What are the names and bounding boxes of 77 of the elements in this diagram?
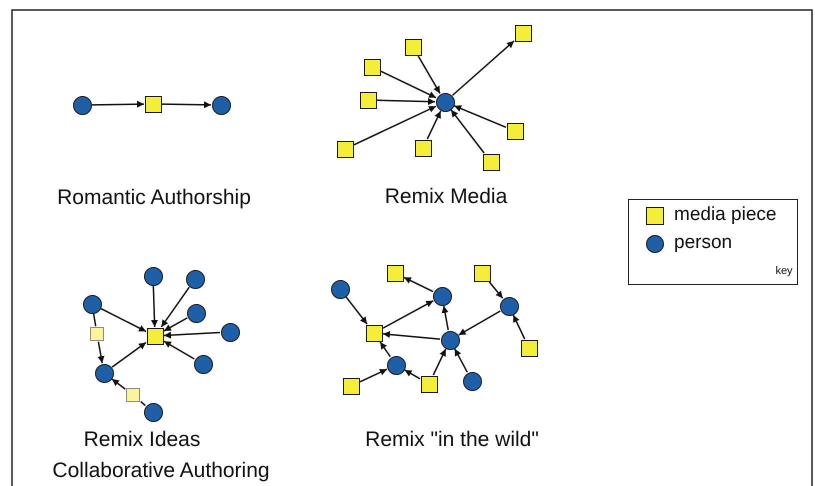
person-circle — [212, 96, 230, 114]
media-square — [342, 378, 360, 394]
arrow — [162, 101, 212, 108]
arrow — [418, 56, 441, 94]
person-circle — [186, 270, 204, 288]
panel-caption: Romantic Authorship — [57, 186, 251, 210]
arrow — [98, 342, 104, 364]
connector-line — [92, 314, 96, 326]
arrow — [442, 306, 449, 330]
arrow — [380, 70, 436, 98]
person-circle — [186, 304, 206, 322]
arrow — [426, 110, 442, 140]
connector-line — [140, 401, 146, 406]
arrow — [164, 332, 220, 339]
person-circle — [436, 92, 454, 112]
media-square — [336, 140, 354, 158]
panel-caption: Remix Ideas — [84, 428, 200, 452]
media-square — [364, 58, 380, 76]
media-square — [420, 376, 438, 392]
person-circle — [144, 266, 162, 286]
arrow — [512, 314, 526, 340]
panel-caption: Remix "in the wild" — [365, 428, 539, 452]
arrow — [100, 308, 146, 332]
media-square — [146, 328, 164, 344]
person-circle — [220, 322, 240, 342]
legend-label: person — [674, 232, 732, 254]
arrow — [150, 286, 158, 328]
arrow — [160, 286, 190, 328]
arrow — [164, 340, 195, 360]
person-circle — [144, 402, 162, 422]
person-circle — [432, 286, 452, 306]
arrow — [404, 369, 420, 380]
media-square — [520, 340, 538, 356]
panel-caption: Collaborative Authoring — [52, 459, 270, 483]
legend-title: key — [775, 265, 793, 277]
person-circle — [500, 296, 518, 316]
faded-media-square — [126, 388, 140, 402]
arrow — [488, 282, 504, 299]
arrow — [354, 106, 436, 146]
arrow — [458, 310, 501, 336]
arrow — [360, 368, 388, 382]
arrow — [382, 300, 434, 329]
media-square — [404, 38, 422, 56]
legend-label: media piece — [674, 204, 776, 226]
arrow — [376, 98, 436, 106]
media-square — [360, 92, 376, 108]
arrow — [346, 296, 368, 324]
arrow — [404, 276, 434, 292]
person-circle — [440, 330, 460, 350]
person-circle — [94, 364, 114, 382]
media-square — [482, 154, 500, 170]
media-square — [144, 96, 162, 112]
person-circle — [330, 280, 350, 298]
media-square — [514, 24, 532, 42]
person-circle — [72, 96, 92, 114]
arrow — [112, 378, 126, 390]
arrow — [452, 40, 514, 96]
person-circle — [82, 294, 102, 314]
media-square — [414, 140, 432, 156]
person-circle — [386, 356, 406, 374]
media-square — [506, 122, 524, 140]
arrow — [454, 348, 468, 373]
panel-caption: Remix Media — [384, 185, 508, 209]
arrow — [380, 342, 391, 358]
arrow — [432, 348, 446, 376]
arrow — [382, 330, 440, 340]
arrow — [450, 109, 485, 154]
media-square — [386, 264, 404, 282]
arrow — [92, 100, 144, 108]
person-circle — [194, 354, 212, 374]
media-square — [366, 324, 382, 342]
faded-media-square — [90, 326, 104, 342]
arrow — [112, 342, 146, 368]
arrow — [454, 105, 506, 128]
media-square — [474, 264, 490, 282]
person-circle — [462, 372, 482, 390]
arrow — [164, 317, 188, 332]
